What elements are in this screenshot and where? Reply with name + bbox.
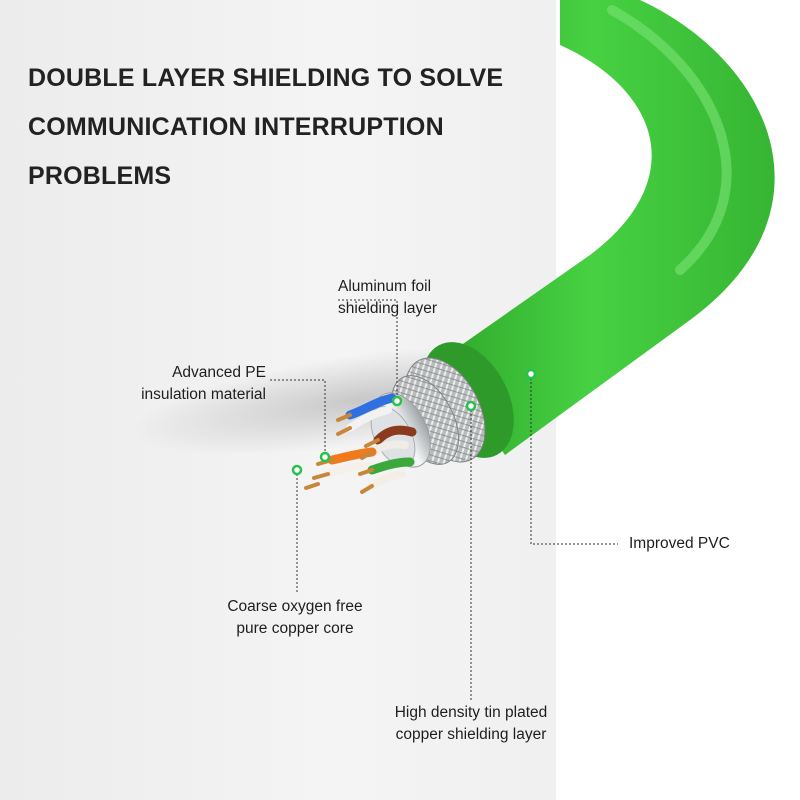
marker-braid — [465, 400, 477, 412]
marker-pe — [319, 451, 331, 463]
label-pvc-jacket: Improved PVC — [629, 535, 730, 552]
leader-lines — [270, 299, 618, 700]
marker-copper — [291, 464, 303, 476]
copper-cores — [304, 413, 380, 494]
marker-pvc — [525, 368, 537, 380]
marker-dots — [291, 368, 537, 476]
label-copper-core: Coarse oxygen free pure copper core — [227, 598, 363, 637]
twisted-pairs — [324, 393, 417, 490]
cable-jacket — [440, 0, 775, 455]
label-aluminum-foil: Aluminum foil shielding layer — [338, 278, 438, 317]
headline-line-3: PROBLEMS — [28, 162, 172, 190]
headline-line-1: DOUBLE LAYER SHIELDING TO SOLVE — [28, 64, 504, 92]
marker-foil — [391, 395, 403, 407]
cable-jacket-highlight — [607, 5, 732, 275]
label-pe-insulation: Advanced PE insulation material — [141, 364, 266, 403]
label-tin-shield: High density tin plated copper shielding… — [394, 704, 548, 743]
headline-line-2: COMMUNICATION INTERRUPTION — [28, 113, 444, 141]
